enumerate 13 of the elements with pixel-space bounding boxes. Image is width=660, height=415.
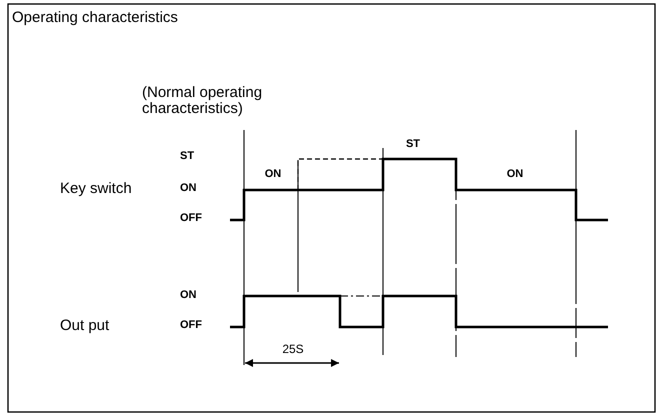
level-label: ON [180,183,196,195]
level-label: ON [180,290,196,302]
title: Operating characteristics [12,10,178,26]
state-label: ON [506,169,524,181]
level-label: OFF [180,213,202,225]
level-label: OFF [180,320,202,332]
level-label: ST [180,151,194,163]
signal-name: Out put [60,318,110,334]
state-label: ST [406,139,420,151]
note-text: (Normal operating characteristics) [142,85,264,116]
signal-name: Key switch [60,181,132,197]
dimension-label: 25S [282,343,304,356]
state-label: ON [264,169,282,181]
